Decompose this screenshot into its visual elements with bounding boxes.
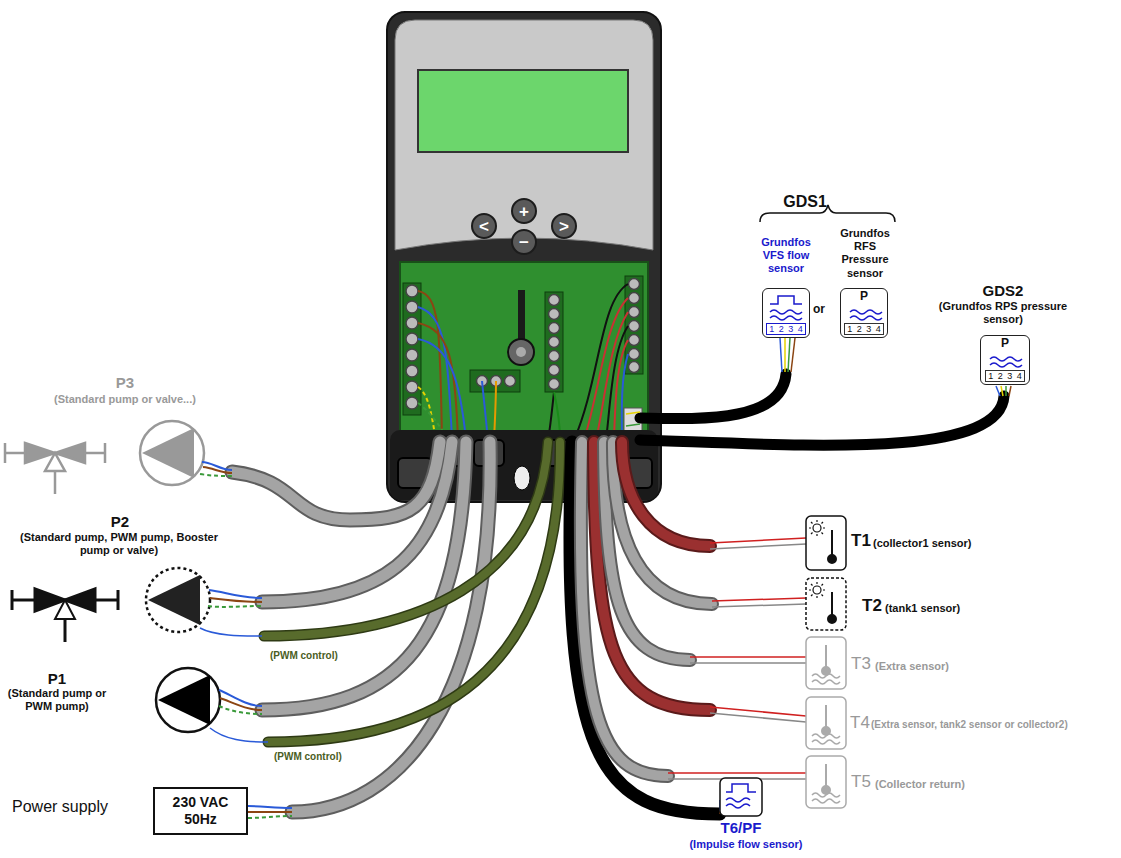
sensor-description: (Impulse flow sensor) [671, 838, 821, 851]
pressure-sensor-box: P 1 2 3 4 [840, 288, 888, 338]
part-name: P1 [37, 670, 77, 688]
power-supply-box: 230 VAC 50Hz [153, 787, 248, 835]
sensor-label: T2 [862, 596, 882, 616]
node-text: 230 VAC 50Hz [173, 794, 229, 827]
sensor-label: T4 [850, 713, 870, 733]
sensor-name: (Grundfos RPS pressure sensor) [938, 300, 1068, 326]
sensor-label: T5 [851, 772, 871, 792]
sensor-label: T6/PF [711, 819, 771, 837]
part-name: Power supply [12, 797, 108, 816]
plus-button: + [511, 198, 537, 224]
node-text: P [1001, 337, 1009, 350]
part-name: P2 [100, 513, 140, 531]
sensor-description: (collector1 sensor) [873, 537, 971, 550]
flow-sensor-box: 1 2 3 4 [762, 288, 810, 338]
pin-numbers: 1 2 3 4 [766, 323, 806, 335]
signal-name: (PWM control) [270, 650, 338, 662]
sensor-label: T1 [851, 531, 871, 551]
sensor-label: T3 [851, 654, 871, 674]
sensor-name: Grundfos RFS Pressure sensor [831, 227, 899, 280]
minus-button: − [511, 229, 537, 255]
right-button: > [551, 213, 577, 239]
signal-name: (PWM control) [274, 751, 342, 763]
node-text: > [559, 218, 569, 235]
group-label: GDS2 [973, 282, 1033, 300]
part-description: (Standard pump, PWM pump, Booster pump o… [8, 531, 230, 557]
node-text: < [479, 218, 489, 235]
part-description: (Standard pump or PWM pump) [5, 687, 109, 713]
pin-numbers: 1 2 3 4 [844, 323, 884, 335]
left-button: < [471, 213, 497, 239]
sensor-description: (Extra sensor, tank2 sensor or collector… [871, 719, 1068, 731]
sensor-description: (Extra sensor) [875, 660, 949, 673]
sensor-description: (Collector return) [875, 778, 965, 791]
node-text: − [519, 234, 529, 251]
note: or [813, 302, 825, 316]
node-text: + [519, 203, 529, 220]
group-label: GDS1 [775, 192, 835, 211]
part-description: (Standard pump or valve...) [20, 393, 230, 406]
sensor-description: (tank1 sensor) [885, 602, 960, 615]
pin-numbers: 1 2 3 4 [985, 370, 1025, 382]
node-text: P [860, 290, 868, 303]
sensor-name: Grundfos VFS flow sensor [754, 236, 818, 276]
part-name: P3 [105, 374, 145, 392]
pressure-sensor-box: P 1 2 3 4 [980, 335, 1030, 385]
